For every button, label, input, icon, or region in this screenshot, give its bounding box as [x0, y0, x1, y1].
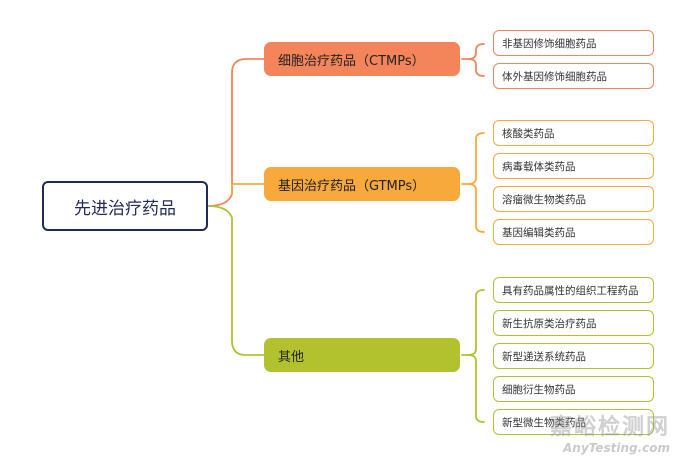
- brace-ctmps-up: [461, 43, 485, 60]
- leaf-gene-editing: 基因编辑类药品: [493, 219, 654, 245]
- brace-gtmps-down: [467, 183, 485, 233]
- connector-root-gtmps: [231, 183, 265, 195]
- brace-other-up: [461, 289, 485, 356]
- leaf-cell-derivative: 细胞衍生物药品: [493, 376, 654, 402]
- category-ctmps: 细胞治疗药品（CTMPs）: [264, 42, 460, 76]
- leaf-non-gene-modified-cell: 非基因修饰细胞药品: [493, 30, 654, 56]
- brace-other-down: [467, 354, 485, 423]
- root-node: 先进治疗药品: [42, 181, 208, 231]
- leaf-novel-microbe: 新型微生物类药品: [493, 409, 654, 435]
- leaf-neoantigen: 新生抗原类治疗药品: [493, 310, 654, 336]
- brace-gtmps-up: [461, 132, 485, 185]
- category-other: 其他: [264, 338, 460, 372]
- leaf-novel-delivery: 新型递送系统药品: [493, 343, 654, 369]
- leaf-tissue-engineering: 具有药品属性的组织工程药品: [493, 277, 654, 303]
- leaf-viral-vector: 病毒载体类药品: [493, 153, 654, 179]
- connector-root-ctmps: [207, 58, 265, 207]
- connector-root-other: [207, 205, 265, 356]
- leaf-ex-vivo-gene-modified-cell: 体外基因修饰细胞药品: [493, 63, 654, 89]
- category-gtmps: 基因治疗药品（GTMPs）: [264, 167, 460, 201]
- brace-ctmps-down: [467, 58, 485, 77]
- leaf-oncolytic-microbe: 溶瘤微生物类药品: [493, 186, 654, 212]
- leaf-nucleic-acid: 核酸类药品: [493, 120, 654, 146]
